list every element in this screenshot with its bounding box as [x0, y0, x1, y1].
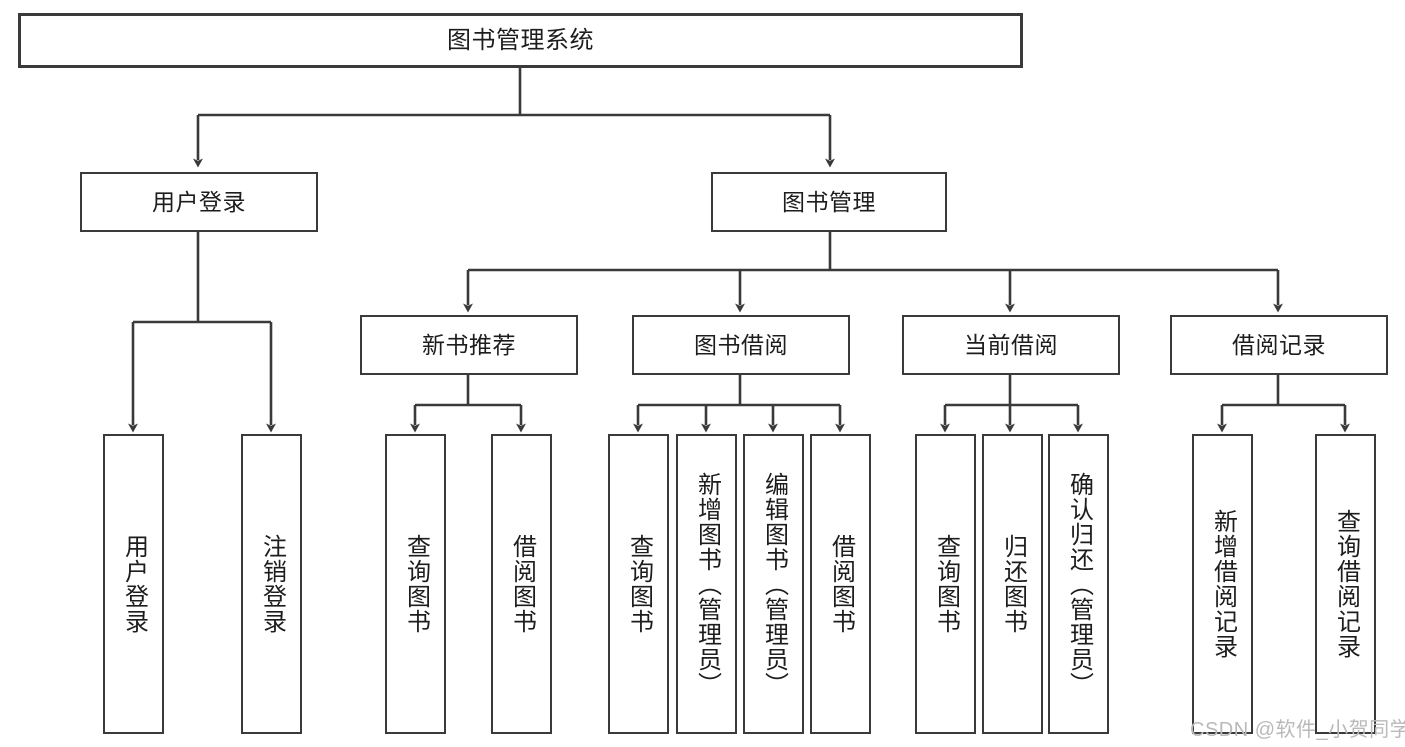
node-label: 编辑图书（管理员） — [760, 471, 788, 697]
node-label: 借阅图书 — [827, 534, 855, 634]
node-user-login[interactable]: 用户登录 — [80, 172, 318, 232]
node-leaf-user-login[interactable]: 用户登录 — [103, 434, 164, 734]
watermark-text: CSDN @软件_小贺同学 — [1190, 719, 1405, 741]
node-borrow-record[interactable]: 借阅记录 — [1170, 315, 1388, 375]
node-label: 用户登录 — [152, 188, 246, 215]
node-book-management[interactable]: 图书管理 — [711, 172, 947, 232]
node-label: 当前借阅 — [964, 331, 1058, 358]
node-label: 图书管理 — [782, 188, 876, 215]
node-current-borrow[interactable]: 当前借阅 — [902, 315, 1120, 375]
node-leaf-return-book[interactable]: 归还图书 — [982, 434, 1043, 734]
node-label: 查询图书 — [625, 534, 653, 634]
node-leaf-edit-book-admin[interactable]: 编辑图书（管理员） — [743, 434, 804, 734]
node-label: 用户登录 — [120, 534, 148, 634]
node-leaf-query-book-recommend[interactable]: 查询图书 — [385, 434, 446, 734]
node-label: 查询借阅记录 — [1332, 509, 1360, 659]
node-label: 图书管理系统 — [447, 26, 594, 54]
node-leaf-borrow-book-recommend[interactable]: 借阅图书 — [491, 434, 552, 734]
node-leaf-add-book-admin[interactable]: 新增图书（管理员） — [676, 434, 737, 734]
node-leaf-logout[interactable]: 注销登录 — [241, 434, 302, 734]
node-label: 注销登录 — [258, 534, 286, 634]
node-label: 借阅记录 — [1232, 331, 1326, 358]
node-label: 查询图书 — [402, 534, 430, 634]
node-leaf-query-book-current[interactable]: 查询图书 — [915, 434, 976, 734]
node-label: 借阅图书 — [508, 534, 536, 634]
node-label: 新增图书（管理员） — [693, 471, 721, 697]
node-leaf-confirm-return-admin[interactable]: 确认归还（管理员） — [1048, 434, 1109, 734]
node-new-book-recommend[interactable]: 新书推荐 — [360, 315, 578, 375]
node-label: 新增借阅记录 — [1209, 509, 1237, 659]
node-label: 新书推荐 — [422, 331, 516, 358]
node-leaf-query-book-borrow[interactable]: 查询图书 — [608, 434, 669, 734]
node-book-borrow[interactable]: 图书借阅 — [632, 315, 850, 375]
node-leaf-borrow-book[interactable]: 借阅图书 — [810, 434, 871, 734]
node-label: 确认归还（管理员） — [1065, 471, 1093, 697]
node-root-book-management-system[interactable]: 图书管理系统 — [18, 13, 1023, 68]
node-leaf-query-borrow-record[interactable]: 查询借阅记录 — [1315, 434, 1376, 734]
node-label: 图书借阅 — [694, 331, 788, 358]
node-label: 归还图书 — [999, 534, 1027, 634]
node-leaf-add-borrow-record[interactable]: 新增借阅记录 — [1192, 434, 1253, 734]
node-label: 查询图书 — [932, 534, 960, 634]
